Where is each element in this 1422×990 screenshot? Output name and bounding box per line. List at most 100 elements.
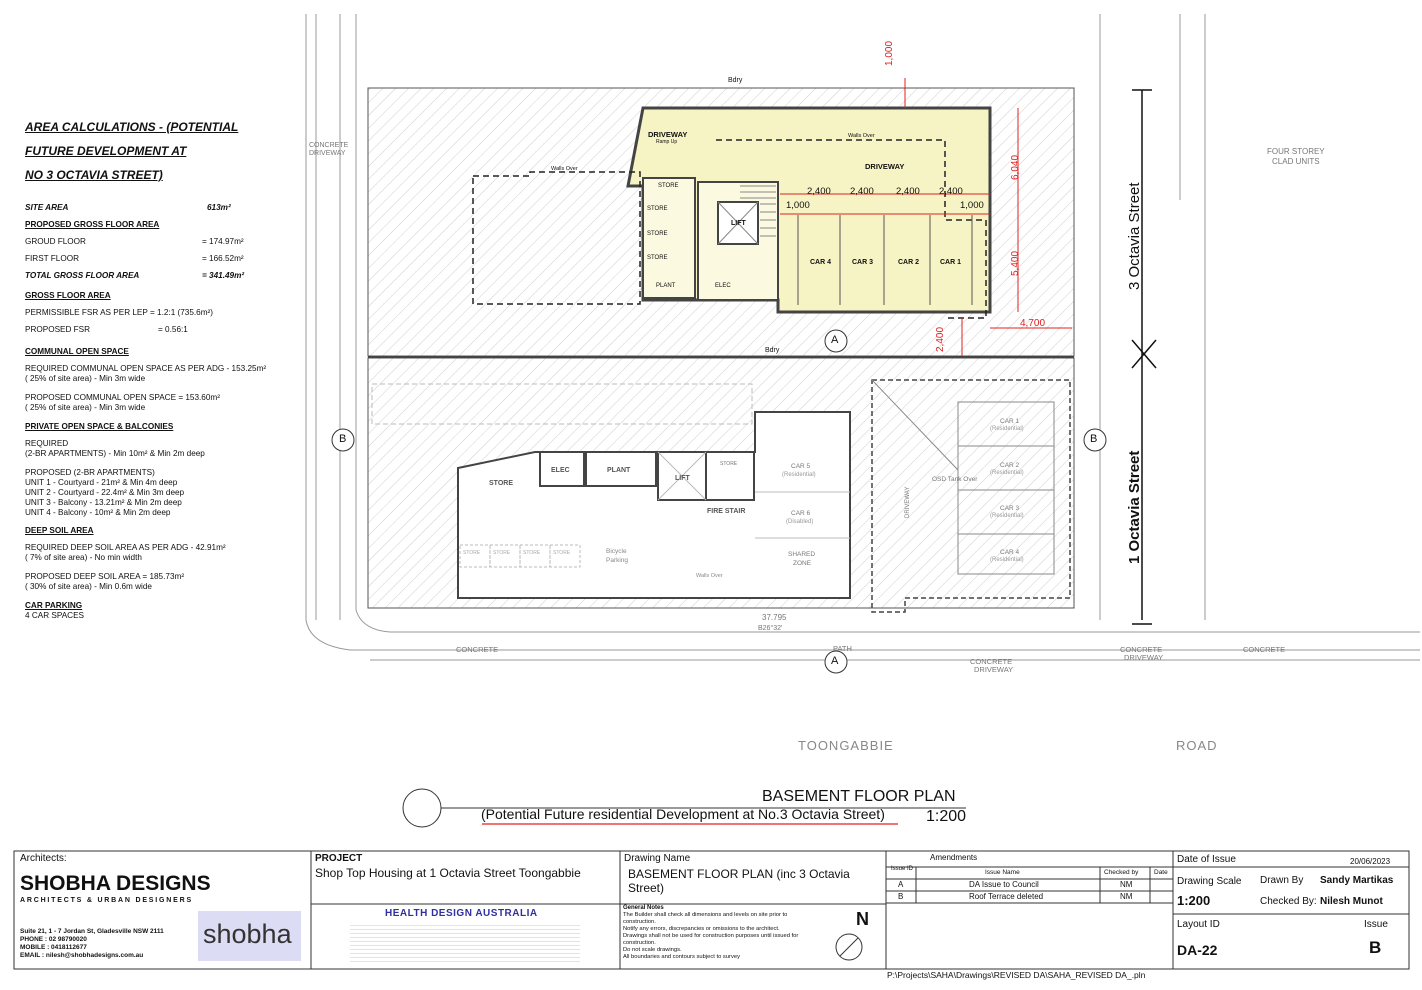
res-car-3-sub: (Residential) — [990, 513, 1024, 519]
store-label-lower: STORE — [489, 480, 513, 487]
store-label-4: STORE — [647, 255, 668, 261]
store-label-3: STORE — [647, 231, 668, 237]
checked-by: Nilesh Munot — [1320, 896, 1383, 907]
car-value: 4 CAR SPACES — [25, 611, 84, 620]
upper-dashed-outline — [472, 139, 987, 319]
driveway-label-2: DRIVEWAY — [974, 665, 1014, 674]
concrete-label-1: CONCRETE — [456, 645, 499, 654]
concrete-label-3: CONCRETE — [1120, 645, 1163, 654]
shared-label: SHARED — [788, 551, 816, 558]
res-car-4-sub: (Residential) — [990, 557, 1024, 563]
road-label: ROAD — [1176, 738, 1218, 753]
path-label: PATH — [833, 644, 852, 653]
drawing-scale-label: Drawing Scale — [1177, 876, 1242, 887]
firm-mobile: MOBILE : 0418112677 — [20, 944, 87, 951]
north-letter: N — [856, 909, 869, 929]
checked-by-label: Checked By: — [1260, 896, 1317, 907]
dim-2400-d: 2,400 — [939, 186, 963, 197]
project-name: Shop Top Housing at 1 Octavia Street Too… — [315, 866, 581, 880]
drawing-scale: 1:200 — [1177, 893, 1211, 908]
first-floor-value: = 166.52m² — [202, 254, 244, 263]
car-4-label: CAR 4 — [810, 259, 832, 266]
street-divider — [1131, 89, 1157, 625]
pos-required-2: (2-BR APARTMENTS) - Min 10m² & Min 2m de… — [25, 449, 205, 458]
firm-email: EMAIL : nilesh@shobhadesigns.com.au — [20, 952, 144, 959]
dim-1000-right: 1,000 — [960, 200, 984, 211]
bicycle-label: Bicycle — [606, 548, 627, 555]
amendment-b-by: NM — [1120, 892, 1133, 901]
dim-2400-a: 2,400 — [807, 186, 831, 197]
cos-heading: COMMUNAL OPEN SPACE — [25, 347, 129, 356]
col-date: Date — [1154, 869, 1168, 876]
store-label-lower-2: STORE — [720, 461, 738, 467]
date-of-issue: 20/06/2023 — [1350, 857, 1391, 866]
general-note-4: Do not scale drawings. — [623, 947, 682, 953]
zone-label: ZONE — [793, 560, 812, 567]
cos-required-2: ( 25% of site area) - Min 3m wide — [25, 374, 146, 383]
issue-label: Issue — [1364, 919, 1388, 930]
dim-2400-vertical: 2,400 — [935, 326, 946, 352]
toongabbie-road-label: TOONGABBIE — [798, 738, 894, 753]
pos-heading: PRIVATE OPEN SPACE & BALCONIES — [25, 422, 174, 431]
walls-over-label-2: Walls Over — [551, 166, 578, 172]
firm-address: Suite 21, 1 - 7 Jordan St, Gladesville N… — [20, 928, 164, 935]
lower-right-parking — [871, 379, 1071, 613]
general-notes-label: General Notes — [623, 905, 664, 911]
hda-logo-text: HEALTH DESIGN AUSTRALIA — [385, 908, 538, 919]
dim-4700: 4,700 — [1020, 318, 1046, 329]
general-note-2: Notify any errors, discrepancies or omis… — [623, 926, 780, 932]
store-label-2: STORE — [647, 206, 668, 212]
drawing-title: BASEMENT FLOOR PLAN — [762, 788, 956, 805]
street-1-octavia: 1 Octavia Street — [1126, 450, 1143, 564]
ground-floor-label: GROUD FLOOR — [25, 237, 86, 246]
title-block-frame — [13, 850, 1410, 970]
shobha-logo-text: shobha — [203, 919, 292, 949]
dimension-lines — [780, 78, 1072, 356]
res-car-2: CAR 2 — [1000, 462, 1020, 469]
col-checked-by: Checked by — [1104, 869, 1139, 876]
pos-required-1: REQUIRED — [25, 439, 69, 448]
street-kerb-lines — [305, 14, 1420, 661]
ramp-up-label: Ramp Up — [656, 139, 678, 145]
amendment-a-id: A — [898, 880, 904, 889]
total-gfa-label: TOTAL GROSS FLOOR AREA — [25, 271, 140, 280]
proposed-fsr-value: = 0.56:1 — [158, 325, 188, 334]
hda-fineprint — [350, 922, 580, 962]
boundary-label-top: Bdry — [728, 77, 743, 84]
res-car-1: CAR 1 — [1000, 418, 1020, 425]
dim-2400-c: 2,400 — [896, 186, 920, 197]
drawing-name-label: Drawing Name — [624, 853, 691, 864]
drawing-name: BASEMENT FLOOR PLAN (inc 3 Octavia Stree… — [628, 867, 850, 895]
area-calc-title-2: FUTURE DEVELOPMENT AT — [25, 144, 187, 158]
unit-4: UNIT 4 - Balcony - 10m² & Min 2m deep — [25, 508, 171, 517]
dsa-proposed-1: PROPOSED DEEP SOIL AREA = 185.73m² — [25, 572, 185, 581]
site-area-value: 613m² — [207, 203, 231, 212]
section-markers — [331, 329, 1107, 674]
dim-2400-b: 2,400 — [850, 186, 874, 197]
drawn-by-label: Drawn By — [1260, 875, 1304, 886]
dim-5400: 5,400 — [1010, 250, 1021, 276]
res-car-2-sub: (Residential) — [990, 470, 1024, 476]
lower-building — [457, 411, 851, 599]
section-a-bottom: A — [831, 655, 839, 667]
cos-proposed-1: PROPOSED COMMUNAL OPEN SPACE = 153.60m² — [25, 393, 220, 402]
car-5-label: CAR 5 — [791, 463, 811, 470]
architects-label: Architects: — [20, 853, 67, 864]
cos-required-1: REQUIRED COMMUNAL OPEN SPACE AS PER ADG … — [25, 364, 267, 373]
file-path: P:\Projects\SAHA\Drawings\REVISED DA\SAH… — [887, 970, 1146, 980]
amendment-a-name: DA Issue to Council — [969, 880, 1039, 889]
bearing-label: B26°32' — [758, 625, 783, 632]
col-issue-id: Issue ID — [891, 866, 914, 872]
title-graphic — [402, 788, 966, 828]
concrete-driveway-label-2: DRIVEWAY — [309, 150, 346, 157]
car-6-label: CAR 6 — [791, 510, 811, 517]
car-3-label: CAR 3 — [852, 259, 874, 266]
dsa-proposed-2: ( 30% of site area) - Min 0.6m wide — [25, 582, 152, 591]
general-note-1: The Builder shall check all dimensions a… — [623, 912, 788, 925]
project-label: PROJECT — [315, 853, 363, 864]
amendment-a-by: NM — [1120, 880, 1133, 889]
concrete-label-2: CONCRETE — [970, 657, 1013, 666]
car-6-sub: (Disabled) — [786, 519, 814, 525]
drawing-scale-large: 1:200 — [926, 808, 967, 825]
concrete-driveway-label-1: CONCRETE — [309, 142, 349, 149]
